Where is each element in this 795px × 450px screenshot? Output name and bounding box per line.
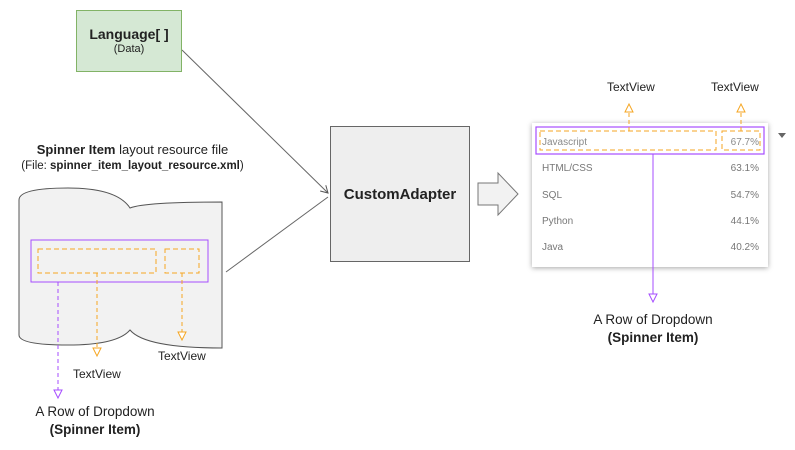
layout-resource-rest: layout resource file — [115, 142, 229, 157]
left-textview-1-pointer-head — [92, 347, 102, 358]
dropdown-caret-icon[interactable] — [778, 133, 786, 138]
right-textview-2-label: TextView — [711, 80, 759, 94]
language-data-box: Language[ ] (Data) — [76, 10, 182, 72]
left-row-caption-line2: (Spinner Item) — [49, 422, 141, 437]
dropdown-row-name: Java — [542, 242, 564, 253]
layout-file-name: spinner_item_layout_resource.xml — [50, 160, 240, 172]
data-to-adapter-connector — [181, 49, 329, 194]
left-row-pointer-head — [53, 389, 63, 400]
right-textview-1-label: TextView — [607, 80, 655, 94]
dropdown-row[interactable]: HTML/CSS 63.1% — [541, 155, 761, 181]
layout-resource-document — [18, 187, 223, 349]
spinner-dropdown-preview: Javascript 67.7% HTML/CSS 63.1% SQL 54.7… — [532, 123, 768, 267]
dropdown-row-name: SQL — [542, 190, 563, 201]
dropdown-row-percent: 67.7% — [730, 137, 759, 148]
right-row-caption-line1: A Row of Dropdown — [593, 312, 713, 327]
dropdown-row[interactable]: Java 40.2% — [541, 234, 761, 260]
dropdown-row-name: HTML/CSS — [542, 163, 593, 174]
layout-file-prefix: (File: — [21, 160, 51, 172]
dropdown-row[interactable]: Javascript 67.7% — [541, 129, 761, 155]
dropdown-row[interactable]: SQL 54.7% — [541, 182, 761, 208]
language-data-subtitle: (Data) — [113, 43, 145, 55]
adapter-to-dropdown-arrow — [477, 171, 519, 217]
layout-file-suffix: ) — [239, 160, 244, 172]
layout-resource-bold: Spinner Item — [36, 142, 116, 157]
custom-adapter-box: CustomAdapter — [330, 126, 470, 262]
dropdown-row-percent: 54.7% — [730, 190, 759, 201]
dropdown-row-percent: 40.2% — [730, 242, 759, 253]
left-textview-1-label: TextView — [73, 367, 121, 381]
layout-resource-caption: Spinner Item layout resource file (File:… — [0, 142, 265, 174]
dropdown-row-name: Javascript — [542, 137, 588, 148]
layout-to-adapter-connector — [225, 196, 329, 273]
left-row-caption: A Row of Dropdown (Spinner Item) — [27, 403, 163, 439]
right-row-caption-line2: (Spinner Item) — [607, 330, 699, 345]
left-textview-2-pointer-head — [177, 331, 187, 342]
dropdown-row-percent: 44.1% — [730, 216, 759, 227]
dropdown-row-name: Python — [542, 216, 574, 227]
left-textview-2-label: TextView — [158, 349, 206, 363]
left-spinner-row-outline — [30, 239, 209, 283]
dropdown-row-percent: 63.1% — [730, 163, 759, 174]
language-data-title: Language[ ] — [89, 26, 169, 42]
left-row-caption-line1: A Row of Dropdown — [35, 404, 155, 419]
custom-adapter-label: CustomAdapter — [343, 185, 457, 203]
right-row-caption: A Row of Dropdown (Spinner Item) — [580, 311, 726, 347]
dropdown-row[interactable]: Python 44.1% — [541, 208, 761, 234]
